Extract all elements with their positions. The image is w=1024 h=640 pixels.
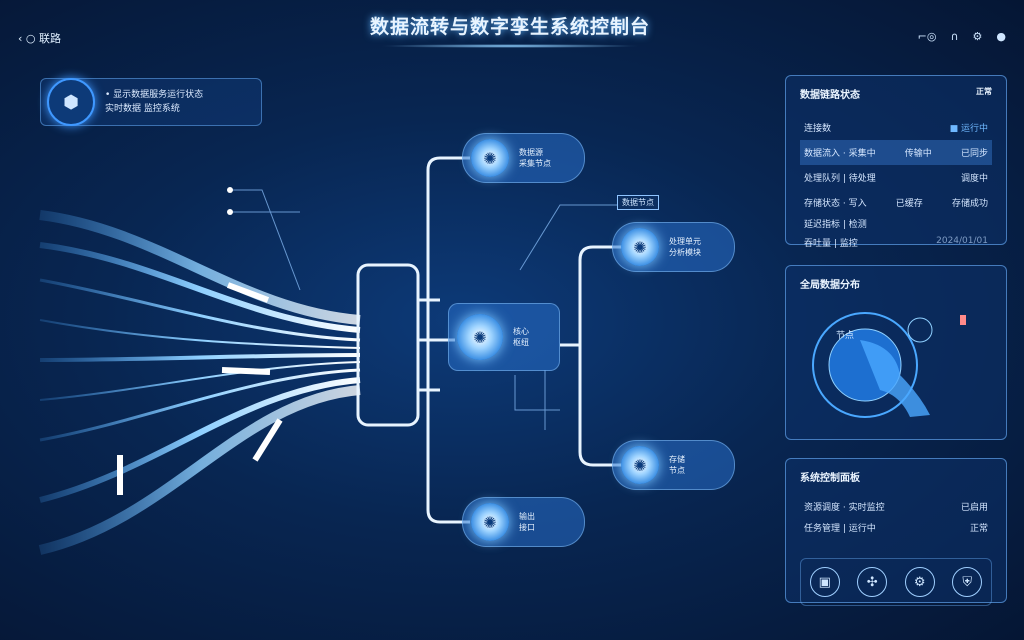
node-core[interactable]: ✺ 核心枢纽: [448, 303, 560, 371]
cell: ■ 运行中: [949, 124, 988, 134]
node-label: 处理单元: [669, 237, 701, 246]
float-label: 数据节点: [617, 195, 659, 210]
list-item[interactable]: 任务管理 | 运行中 正常: [800, 515, 992, 540]
node-label: 输出: [519, 512, 535, 521]
node-label: 数据源: [519, 148, 543, 157]
nav-label: 联路: [39, 32, 61, 45]
panel-title: 数据链路状态: [800, 90, 860, 101]
cell: 存储状态 · 写入: [804, 199, 867, 209]
cell: 吞吐量 | 监控: [804, 239, 858, 249]
node-storage[interactable]: ✺ 存储节点: [612, 440, 735, 490]
node-sublabel: 枢纽: [513, 338, 529, 347]
cell: 正常: [969, 524, 988, 534]
cell: 数据流入 · 采集中: [804, 149, 876, 159]
table-row[interactable]: 处理队列 | 待处理 调度中: [800, 165, 992, 190]
node-icon: ✺: [621, 446, 659, 484]
node-icon: ✺: [621, 228, 659, 266]
node-sublabel: 节点: [669, 466, 685, 475]
cell: 处理队列 | 待处理: [804, 174, 876, 184]
panel-control: 系统控制面板 资源调度 · 实时监控 已启用 任务管理 | 运行中 正常 ▣ ✣ ⚙…: [785, 458, 1007, 606]
cell: 已缓存: [895, 199, 923, 209]
node-sublabel: 采集节点: [519, 159, 551, 168]
panel-title: 系统控制面板: [800, 473, 860, 484]
globe-graphic: [812, 312, 966, 418]
toolbar: ⌐◎ ∩ ⚙ ●: [918, 30, 1006, 43]
network-icon[interactable]: ✣: [857, 567, 888, 597]
settings-icon[interactable]: ⚙: [972, 30, 983, 43]
cell: 存储成功: [951, 199, 988, 209]
node-processing[interactable]: ✺ 处理单元分析模块: [612, 222, 735, 272]
cell: 2024/01/01: [936, 236, 988, 246]
control-buttons: ▣ ✣ ⚙ ⛨: [800, 558, 992, 606]
headset-icon[interactable]: ∩: [950, 30, 959, 43]
status-badge: 正常: [976, 87, 992, 96]
cell: 任务管理 | 运行中: [804, 524, 876, 534]
node-label: 存储: [669, 455, 685, 464]
node-icon: ✺: [471, 503, 509, 541]
table-row[interactable]: 吞吐量 | 监控 2024/01/01: [800, 236, 992, 255]
cell: 已启用: [960, 503, 988, 513]
globe-label: 节点: [836, 331, 855, 341]
node-icon: ✺: [457, 314, 503, 360]
table-row[interactable]: 数据流入 · 采集中 传输中 已同步: [800, 140, 992, 165]
panel-link-status: 数据链路状态 正常 连接数 ■ 运行中 数据流入 · 采集中 传输中 已同步 处理队列 …: [785, 75, 1007, 249]
node-sublabel: 分析模块: [669, 248, 701, 257]
back-nav[interactable]: ‹ ○ 联路: [18, 30, 61, 46]
node-output[interactable]: ✺ 输出接口: [462, 497, 585, 547]
monitor-icon[interactable]: ▣: [809, 567, 840, 597]
shield-icon[interactable]: ⛨: [952, 567, 983, 597]
cell: 连接数: [804, 124, 832, 134]
panel-distribution: 全局数据分布 节点: [785, 265, 1007, 440]
table-row[interactable]: 存储状态 · 写入 已缓存 存储成功: [800, 190, 992, 215]
table-row[interactable]: 延迟指标 | 检测: [800, 215, 992, 236]
info-line-2: 实时数据 监控系统: [105, 104, 180, 114]
table-row[interactable]: 连接数 ■ 运行中: [800, 115, 992, 140]
cube-icon: ⬢: [47, 78, 95, 126]
cell: 调度中: [960, 174, 988, 184]
info-card: ⬢ • 显示数据服务运行状态实时数据 监控系统: [40, 78, 262, 126]
list-item[interactable]: 资源调度 · 实时监控 已启用: [800, 498, 992, 515]
node-icon: ✺: [471, 139, 509, 177]
chevron-left-icon: ‹ ○: [18, 32, 39, 45]
page-title: 数据流转与数字孪生系统控制台: [369, 16, 650, 38]
node-sublabel: 接口: [519, 523, 535, 532]
cell: 资源调度 · 实时监控: [804, 503, 885, 513]
glasses-icon[interactable]: ⌐◎: [917, 30, 937, 43]
header-glow: [380, 44, 640, 48]
cell: 已同步: [960, 149, 988, 159]
panel-title: 全局数据分布: [800, 280, 860, 291]
node-source[interactable]: ✺ 数据源采集节点: [462, 133, 585, 183]
power-icon[interactable]: ●: [996, 30, 1006, 43]
info-line-1: • 显示数据服务运行状态: [105, 90, 204, 100]
cell: 传输中: [904, 149, 932, 159]
node-label: 核心: [513, 327, 529, 336]
gear-icon[interactable]: ⚙: [904, 567, 935, 597]
cell: 延迟指标 | 检测: [804, 220, 867, 230]
